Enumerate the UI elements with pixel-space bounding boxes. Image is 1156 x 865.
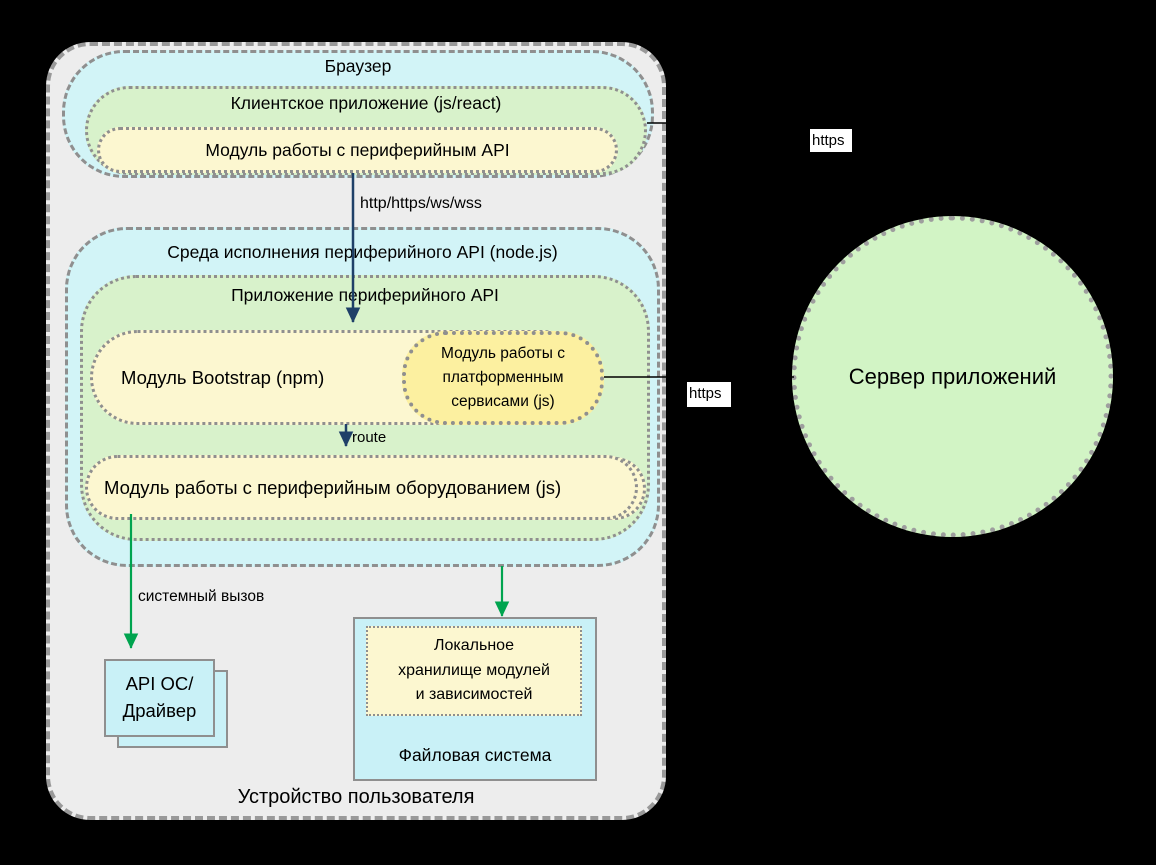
local-storage-line: и зависимостей [415, 686, 533, 704]
bootstrap-module-label: Модуль Bootstrap (npm) [121, 366, 325, 388]
https-label-mid: https [687, 382, 731, 407]
peripheral-api-module-label: Модуль работы с периферийным API [205, 139, 510, 160]
app-server-circle: Сервер приложений [792, 216, 1113, 537]
route-label: route [352, 429, 387, 446]
platform-services-line: Модуль работы с [441, 344, 565, 362]
os-api-line: Драйвер [122, 700, 197, 721]
peripheral-api-module-box: Модуль работы с периферийным API [97, 127, 618, 173]
platform-services-line: сервисами (js) [451, 393, 555, 410]
os-api-box: API ОС/ Драйвер [104, 659, 215, 737]
runtime-title: Среда исполнения периферийного API (node… [167, 242, 558, 262]
client-app-title: Клиентское приложение (js/react) [230, 93, 502, 113]
syscall-label: системный вызов [138, 588, 265, 605]
api-app-title: Приложение периферийного API [231, 285, 499, 305]
local-storage-line: хранилище модулей [398, 661, 550, 679]
user-device-label: Устройство пользователя [237, 786, 475, 808]
platform-services-module-box: Модуль работы с платформенным сервисами … [402, 331, 604, 425]
app-server-label: Сервер приложений [848, 363, 1057, 389]
os-api-line: API ОС/ [125, 673, 194, 695]
http-protocols-label: http/https/ws/wss [360, 195, 482, 212]
hardware-module-label: Модуль работы с периферийным оборудовани… [104, 476, 562, 498]
local-storage-box: Локальное хранилище модулей и зависимост… [366, 626, 582, 716]
hardware-module-box: Модуль работы с периферийным оборудовани… [85, 455, 638, 520]
https-label-top: https [810, 129, 852, 152]
file-system-label: Файловая система [398, 745, 552, 765]
local-storage-line: Локальное [434, 636, 514, 654]
platform-services-line: платформенным [442, 368, 564, 386]
browser-title: Браузер [324, 56, 392, 76]
